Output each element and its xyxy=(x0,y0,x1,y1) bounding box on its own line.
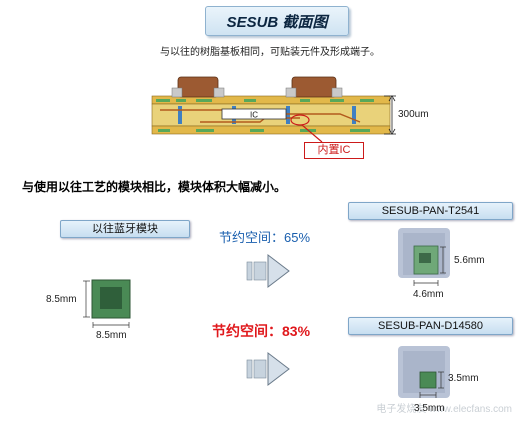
space-saving-65: 节约空间：65% xyxy=(219,230,311,245)
arrow-right-icon-1 xyxy=(246,253,290,289)
callout-embedded-ic: 内置IC xyxy=(304,142,364,159)
new-module-1-height: 5.6mm xyxy=(454,255,485,266)
old-module-width: 8.5mm xyxy=(96,330,127,341)
old-module-dimensions xyxy=(83,280,130,328)
thickness-label: 300um xyxy=(398,109,429,120)
thickness-dimension xyxy=(384,95,396,135)
new-module-1-tag: SESUB-PAN-T2541 xyxy=(348,202,513,220)
page-subtitle: 与以往的树脂基板相同，可贴装元件及形成端子。 xyxy=(160,47,380,58)
new-module-2-tag: SESUB-PAN-D14580 xyxy=(348,317,513,335)
new-module-1-dimensions xyxy=(413,246,446,286)
page-title: SESUB 截面图 xyxy=(205,6,349,36)
old-module-height: 8.5mm xyxy=(46,294,77,305)
watermark: 电子发烧友 www.elecfans.com xyxy=(376,402,512,415)
space-saving-83: 节约空间：83% xyxy=(212,323,311,339)
new-module-2-dimensions xyxy=(419,371,444,398)
new-module-2-width: 3.5mm xyxy=(414,403,445,414)
embedded-ic-label: IC xyxy=(250,111,258,120)
old-module-tag: 以往蓝牙模块 xyxy=(60,220,190,238)
surface-component-right xyxy=(291,76,337,98)
comparison-heading: 与使用以往工艺的模块相比，模块体积大幅减小。 xyxy=(22,180,287,194)
new-module-1-photo xyxy=(398,228,450,278)
old-module-chip xyxy=(91,279,131,319)
surface-component-left xyxy=(177,76,219,98)
arrow-right-icon-2 xyxy=(246,351,290,387)
callout-leader xyxy=(290,114,323,143)
new-module-2-height: 3.5mm xyxy=(448,373,479,384)
new-module-1-width: 4.6mm xyxy=(413,289,444,300)
embedded-ic xyxy=(221,108,287,120)
